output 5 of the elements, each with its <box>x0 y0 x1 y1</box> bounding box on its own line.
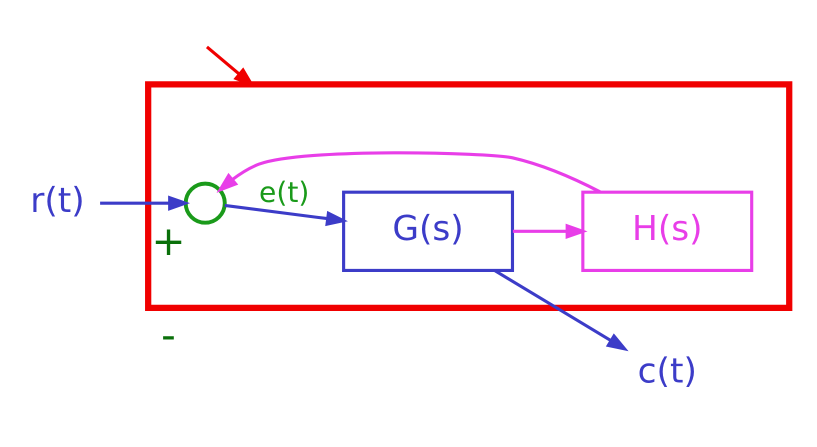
node-text: c(t) <box>638 350 697 391</box>
node-label: - <box>161 310 176 359</box>
node-text: r(t) <box>30 180 85 220</box>
edge-label: e(t) <box>259 176 310 209</box>
node-label: + <box>151 216 186 265</box>
